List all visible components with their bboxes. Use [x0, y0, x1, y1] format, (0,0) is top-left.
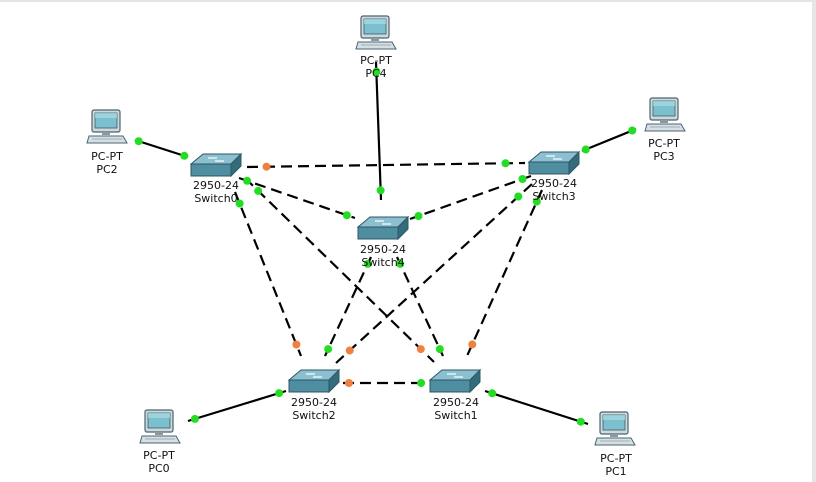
port-blocked-dot: [262, 162, 271, 171]
port-up-dot: [501, 159, 510, 168]
link-switch3-switch1[interactable]: [465, 189, 544, 357]
port-blocked-dot: [416, 345, 425, 354]
link-switch0-switch1[interactable]: [244, 177, 435, 363]
pc4-pc-icon[interactable]: [355, 15, 397, 50]
port-up-dot: [532, 197, 541, 206]
port-up-dot: [417, 379, 426, 387]
link-pc0-switch2[interactable]: [187, 389, 287, 423]
port-up-dot: [342, 211, 351, 220]
port-up-dot: [190, 414, 199, 423]
link-switch4-switch2[interactable]: [324, 256, 372, 357]
workspace-scrollbar-edge: [812, 0, 816, 482]
port-up-dot: [235, 199, 244, 208]
port-blocked-dot: [292, 340, 301, 349]
port-up-dot: [376, 186, 385, 195]
port-up-dot: [576, 417, 585, 426]
pc0-pc-icon[interactable]: [139, 409, 181, 444]
link-pc3-switch3[interactable]: [581, 127, 637, 153]
port-up-dot: [514, 192, 523, 201]
link-pc4-switch4[interactable]: [374, 61, 383, 201]
port-up-dot: [396, 259, 405, 268]
port-up-dot: [518, 175, 527, 183]
port-up-dot: [372, 67, 381, 76]
switch3-switch-icon[interactable]: [527, 150, 581, 176]
link-switch4-switch1[interactable]: [396, 256, 444, 357]
link-switch0-switch3[interactable]: [246, 161, 526, 169]
port-up-dot: [488, 389, 497, 398]
pc2-pc-icon[interactable]: [86, 109, 128, 144]
link-switch3-switch4[interactable]: [409, 174, 532, 221]
link-pc2-switch0[interactable]: [134, 138, 189, 159]
switch0-switch-icon[interactable]: [189, 152, 243, 178]
port-up-dot: [243, 176, 252, 185]
port-up-dot: [254, 186, 263, 195]
port-blocked-dot: [345, 346, 354, 355]
switch4-switch-icon[interactable]: [356, 215, 410, 241]
switch2-switch-icon[interactable]: [287, 368, 341, 394]
port-up-dot: [628, 126, 637, 135]
port-up-dot: [414, 212, 423, 220]
link-switch0-switch4[interactable]: [238, 176, 356, 220]
port-blocked-dot: [468, 340, 477, 349]
pc1-pc-icon[interactable]: [594, 411, 636, 446]
port-blocked-dot: [344, 379, 353, 387]
port-up-dot: [363, 259, 372, 268]
port-up-dot: [324, 345, 333, 354]
port-up-dot: [275, 389, 284, 398]
link-switch0-switch2[interactable]: [233, 191, 303, 357]
port-up-dot: [180, 151, 189, 160]
port-up-dot: [134, 137, 143, 146]
link-switch3-switch2[interactable]: [335, 183, 533, 364]
switch1-switch-icon[interactable]: [428, 368, 482, 394]
link-pc1-switch1[interactable]: [484, 389, 589, 426]
pc3-pc-icon[interactable]: [644, 97, 686, 132]
port-up-dot: [435, 345, 444, 354]
port-up-dot: [581, 145, 590, 154]
workspace-top-border: [0, 0, 816, 2]
